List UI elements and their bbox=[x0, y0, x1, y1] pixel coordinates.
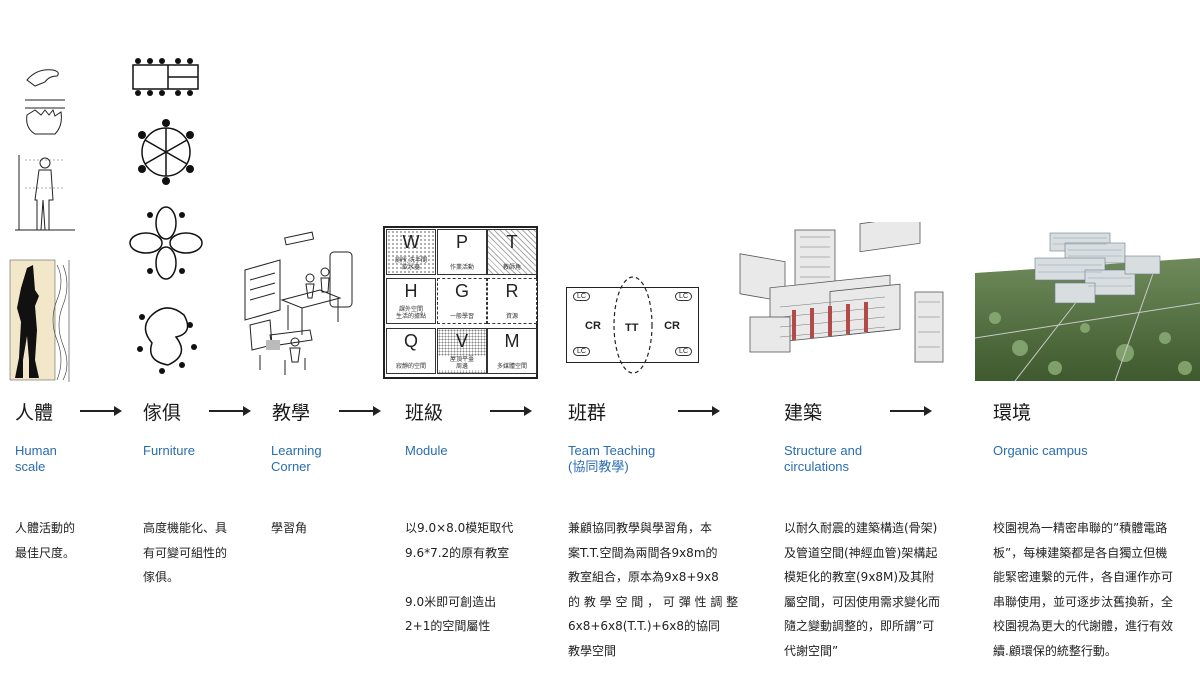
lc-label: LC bbox=[675, 347, 692, 356]
col-desc-structure: 以耐久耐震的建築構造(骨架) 及管道空間(神經血管)架構起 模矩化的教室(9x8… bbox=[784, 521, 941, 658]
arrow-icon bbox=[890, 407, 932, 415]
lc-label: LC bbox=[675, 292, 692, 301]
col-title-environment: 環境 bbox=[993, 402, 1032, 424]
arrow-icon bbox=[80, 407, 122, 415]
human-scale-illustration bbox=[9, 69, 75, 382]
cell-label: 多媒體空間 bbox=[496, 363, 527, 370]
col-desc-team: 兼顧協同教學與學習角，本 案T.T.空間為兩間各9x8m的 教室組合，原本為9x… bbox=[568, 521, 739, 658]
furniture-illustration bbox=[129, 58, 203, 374]
cell-label: 課外空間 生活的據點 bbox=[395, 306, 426, 320]
structure-illustration bbox=[739, 222, 944, 363]
cell-letter: G bbox=[454, 281, 469, 301]
arrow-icon bbox=[490, 407, 532, 415]
cr-label: CR bbox=[585, 320, 601, 332]
cell-label: 廁所,洗手間 飲水器 bbox=[395, 257, 427, 271]
cell-label: 教師角 bbox=[502, 264, 521, 271]
cell-label: 資源 bbox=[505, 313, 518, 320]
col-subtitle-team: Team Teaching (協同教學) bbox=[568, 443, 656, 474]
col-desc-environment: 校園視為一精密串聯的”積體電路 板”，每棟建築都是各自獨立但機 能緊密連繫的元件… bbox=[993, 521, 1174, 658]
tt-label: TT bbox=[625, 322, 639, 334]
col-title-human: 人體 bbox=[15, 402, 54, 424]
arrow-icon bbox=[678, 407, 720, 415]
cell-letter: T bbox=[506, 232, 518, 252]
col-subtitle-furniture: Furniture bbox=[143, 443, 196, 458]
col-title-team: 班群 bbox=[568, 402, 607, 424]
tt-ellipse bbox=[613, 276, 653, 374]
team-teaching-diagram: LC LC LC LC CR TT CR bbox=[566, 287, 699, 363]
cell-letter: V bbox=[455, 331, 468, 351]
cell-letter: M bbox=[504, 331, 520, 351]
cell-label: 屋頂平臺 周邊 bbox=[438, 356, 486, 370]
module-cell: Q 寂靜的空間 bbox=[386, 328, 436, 374]
campus-aerial-illustration bbox=[975, 228, 1200, 381]
module-cell: V 屋頂平臺 周邊 bbox=[437, 328, 487, 374]
lc-label: LC bbox=[573, 292, 590, 301]
col-title-learning: 教學 bbox=[272, 402, 311, 424]
cell-letter: P bbox=[455, 232, 468, 252]
module-cell: M 多媒體空間 bbox=[487, 328, 537, 374]
module-cell: T 教師角 bbox=[487, 229, 537, 275]
cell-label: 作業活動 bbox=[449, 264, 474, 271]
col-subtitle-environment: Organic campus bbox=[993, 443, 1088, 458]
col-subtitle-learning: Learning Corner bbox=[271, 443, 322, 474]
module-cell: G 一般學習 bbox=[437, 278, 487, 324]
module-cell: H 課外空間 生活的據點 bbox=[386, 278, 436, 324]
col-desc-furniture: 高度機能化、具 有可變可組性的 傢俱。 bbox=[143, 521, 228, 584]
module-cell: P 作業活動 bbox=[437, 229, 487, 275]
col-title-module: 班級 bbox=[405, 402, 444, 424]
lc-label: LC bbox=[573, 347, 590, 356]
module-cell: W 廁所,洗手間 飲水器 bbox=[386, 229, 436, 275]
arrow-icon bbox=[339, 407, 381, 415]
col-subtitle-structure: Structure and circulations bbox=[784, 443, 863, 474]
module-cell: R 資源 bbox=[487, 278, 537, 324]
module-grid: W 廁所,洗手間 飲水器 P 作業活動 T 教師角 H 課外空間 生活的據點 G 一般學習… bbox=[383, 226, 538, 379]
col-desc-human: 人體活動的 最佳尺度。 bbox=[15, 521, 76, 560]
cell-letter: R bbox=[505, 281, 519, 301]
cell-letter: H bbox=[404, 281, 418, 301]
col-title-furniture: 傢俱 bbox=[143, 402, 182, 424]
arrow-icon bbox=[209, 407, 251, 415]
col-title-structure: 建築 bbox=[784, 402, 823, 424]
cell-letter: Q bbox=[403, 331, 418, 351]
cell-label: 寂靜的空間 bbox=[395, 363, 426, 370]
col-subtitle-module: Module bbox=[405, 443, 448, 458]
cr-label: CR bbox=[664, 320, 680, 332]
col-desc-module: 以9.0×8.0模矩取代 9.6*7.2的原有教室 9.0米即可創造出 2+1的… bbox=[405, 521, 514, 633]
cell-letter: W bbox=[402, 232, 420, 252]
col-desc-learning: 學習角 bbox=[271, 521, 308, 535]
cell-label: 一般學習 bbox=[449, 313, 474, 320]
col-subtitle-human: Human scale bbox=[15, 443, 57, 474]
learning-corner-illustration bbox=[244, 231, 353, 375]
